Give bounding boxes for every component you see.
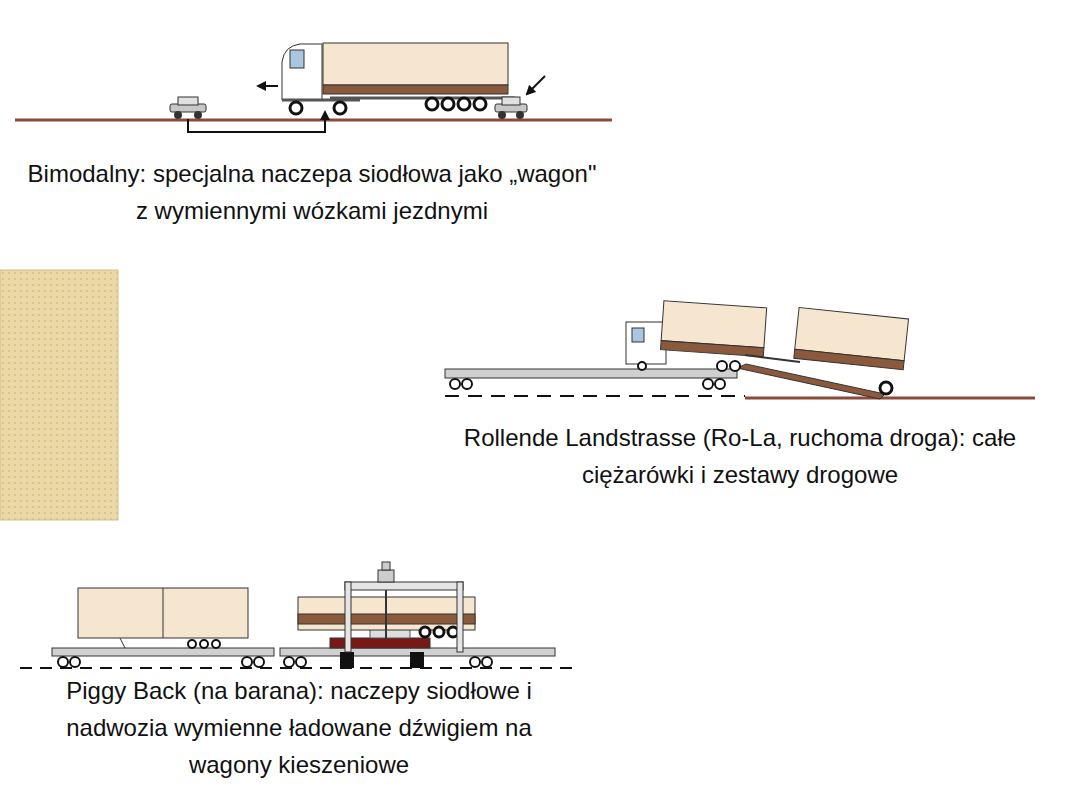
caption-box: Piggy Back (na barana): naczepy siodłowe… (56, 672, 542, 783)
piggyback-illustration (20, 562, 575, 668)
rola-illustration (445, 301, 1035, 399)
caption-box: Rollende Landstrasse (Ro-La, ruchoma dro… (428, 419, 1052, 493)
caption: Rollende Landstrasse (Ro-La, ruchoma dro… (428, 419, 1052, 493)
caption: Bimodalny: specjalna naczepa siodłowa ja… (22, 155, 602, 229)
caption: Piggy Back (na barana): naczepy siodłowe… (56, 672, 542, 783)
bimodal-illustration (15, 43, 612, 132)
side-panel (0, 270, 118, 520)
caption-box: Bimodalny: specjalna naczepa siodłowa ja… (22, 155, 602, 229)
